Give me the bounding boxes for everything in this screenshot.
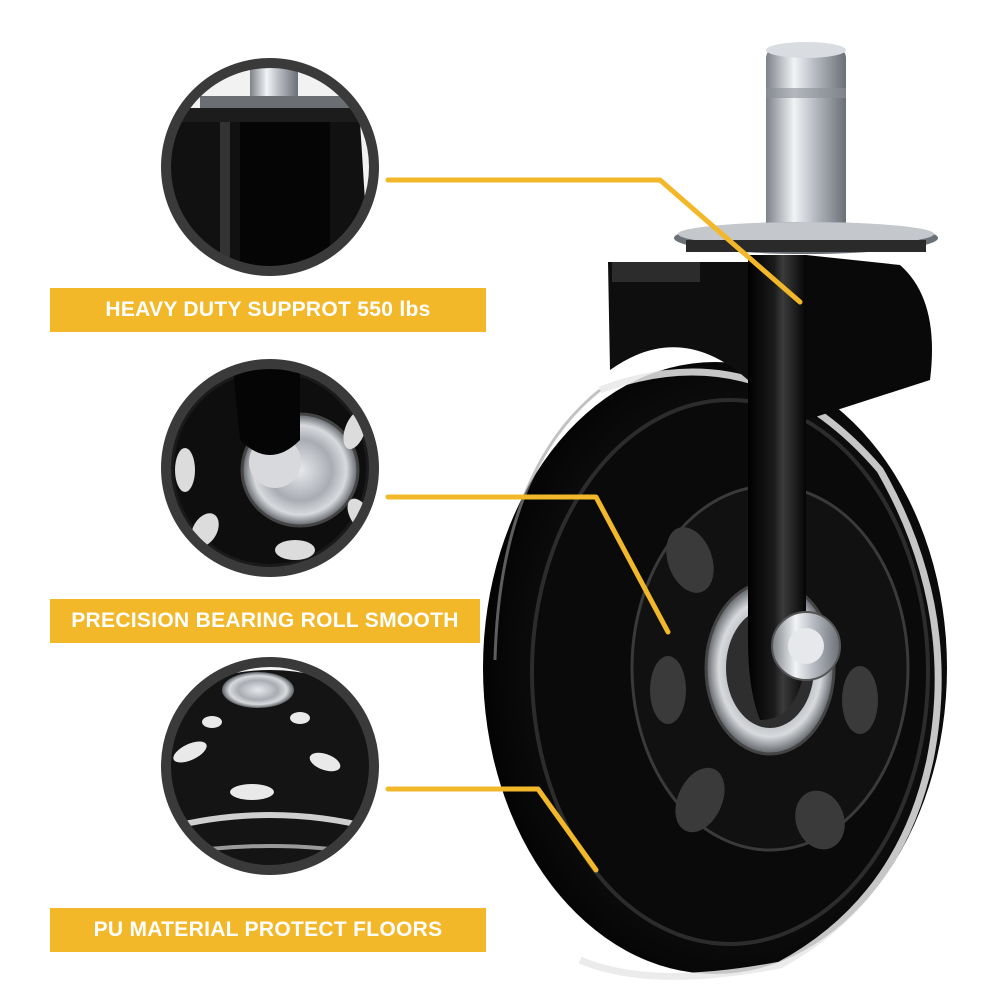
callout-label-precision-bearing: PRECISION BEARING ROLL SMOOTH: [71, 609, 459, 632]
caster-wheel-icon: [483, 42, 947, 980]
label-bar: [50, 288, 486, 332]
callout-label-heavy-duty: HEAVY DUTY SUPPROT 550 lbs: [105, 298, 431, 321]
stem-icon: [766, 42, 846, 238]
label-bar: [50, 599, 480, 643]
callout-circle-icon: [161, 58, 379, 276]
callout-circle-icon: [161, 657, 379, 875]
callout-label-pu-material: PU MATERIAL PROTECT FLOORS: [93, 918, 443, 941]
callout-circle-icon: [161, 359, 379, 577]
label-bar: [50, 908, 486, 952]
